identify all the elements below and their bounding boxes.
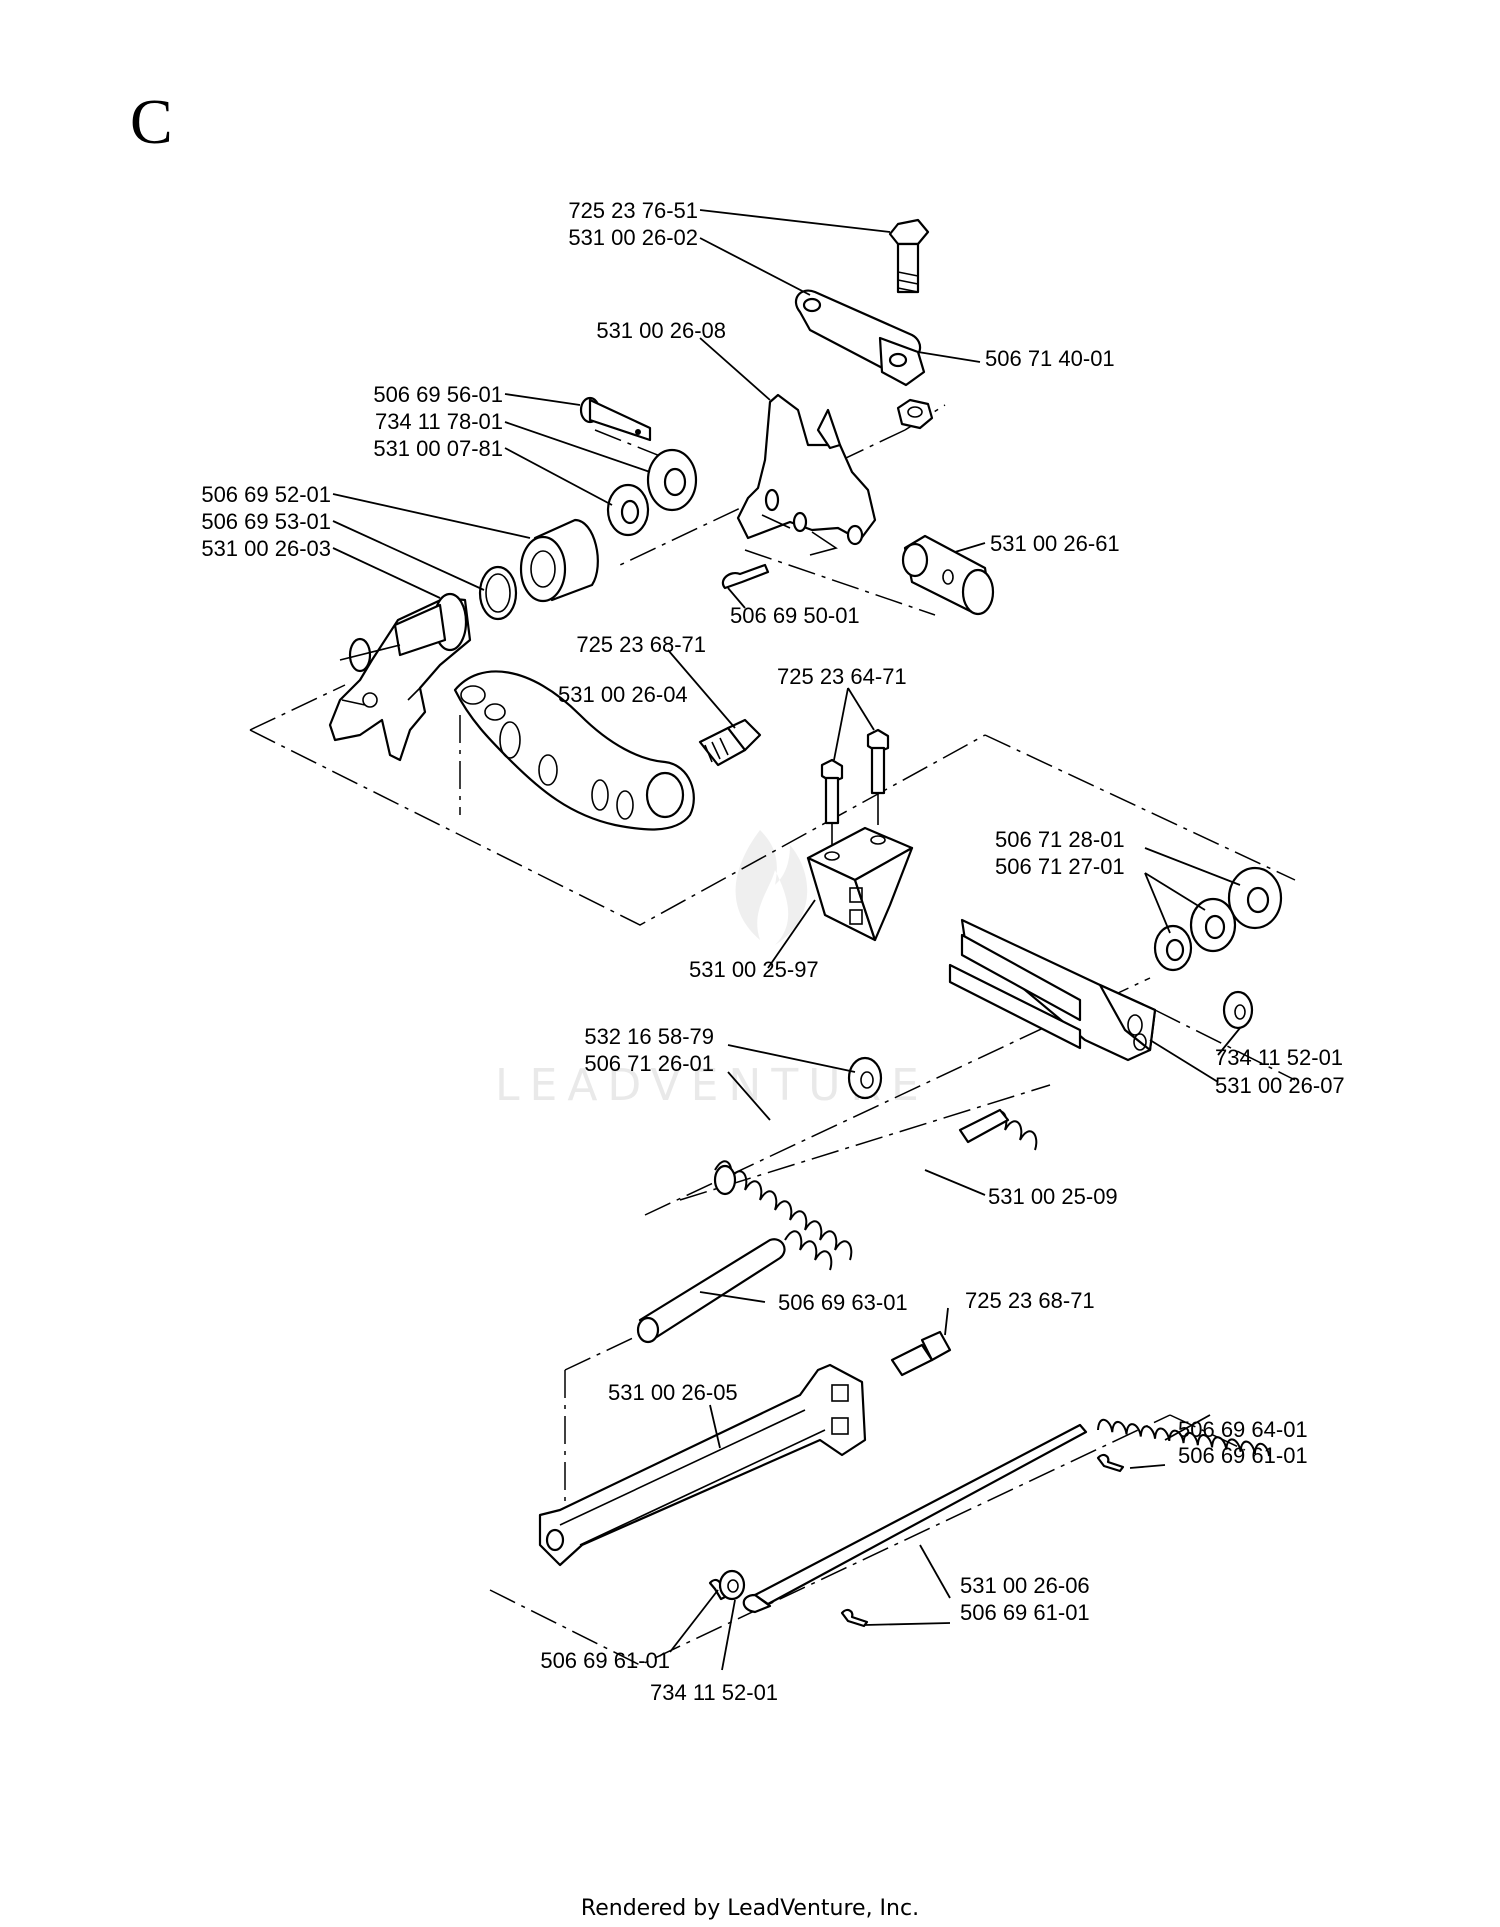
callout-c9-line1: 725 23 64-71 (777, 664, 907, 689)
link-rod (742, 1423, 1088, 1614)
spacer-tube (636, 1238, 786, 1344)
washer-large (646, 448, 698, 512)
callout-c3-line1: 506 71 40-01 (985, 346, 1115, 371)
bolt-mid (698, 718, 762, 767)
pivot-pin (901, 534, 995, 616)
lift-bracket (736, 393, 877, 556)
callout-c2-line1: 531 00 26-08 (596, 318, 726, 343)
callout-c13-line1: 532 16 58-79 (584, 1024, 714, 1049)
callout-c12-line1: 531 00 25-97 (689, 957, 819, 982)
callout-c21-line1: 506 69 61-01 (540, 1648, 670, 1673)
mounting-bracket (806, 826, 914, 942)
callout-c8-line1: 725 23 68-71 (576, 632, 706, 657)
bolt-lower (890, 1330, 952, 1377)
callout-c11-line1: 506 71 28-01 (995, 827, 1125, 852)
callout-c7-line1: 506 69 50-01 (730, 603, 860, 628)
section-letter: C (130, 86, 173, 157)
callout-c4-line1: 506 69 56-01 (373, 382, 503, 407)
callout-c18-line1: 531 00 26-05 (608, 1380, 738, 1405)
washer-small (606, 483, 650, 537)
watermark: LEADVENTURE (495, 830, 929, 1111)
footer-credit: Rendered by LeadVenture, Inc. (581, 1896, 919, 1921)
callout-c19-line1: 506 69 64-01 (1178, 1417, 1308, 1442)
adjuster-frame (948, 918, 1157, 1062)
lift-shaft-arm (328, 592, 472, 762)
o-ring (478, 565, 518, 621)
bolt-pair (820, 728, 890, 850)
callout-c17-line1: 725 23 68-71 (965, 1288, 1095, 1313)
callout-c20-line2: 506 69 61-01 (960, 1600, 1090, 1625)
callout-c15-line1: 531 00 25-09 (988, 1184, 1118, 1209)
spring-upper (713, 1160, 853, 1261)
link-plate (794, 289, 926, 387)
callout-c14-line2: 531 00 26-07 (1215, 1073, 1345, 1098)
lift-arm (453, 670, 695, 831)
callout-c4-line2: 734 11 78-01 (375, 409, 503, 434)
return-spring (1097, 1418, 1271, 1457)
bolt-upper (888, 218, 930, 294)
washer-lower (718, 1569, 746, 1601)
lift-lever (538, 1363, 867, 1567)
callout-c14-line1: 734 11 52-01 (1215, 1045, 1343, 1070)
callout-c19-line2: 506 69 61-01 (1178, 1443, 1308, 1468)
callout-c20-line1: 531 00 26-06 (960, 1573, 1090, 1598)
nut (896, 398, 934, 430)
callout-c5-line3: 531 00 26-03 (201, 536, 331, 561)
callout-c16-line1: 506 69 63-01 (778, 1290, 908, 1315)
assembly-axis-lines (249, 404, 1296, 1666)
callout-c4-line3: 531 00 07-81 (373, 436, 503, 461)
washer-right (1222, 990, 1254, 1030)
leader-lines (332, 209, 1241, 1671)
callout-c11-line2: 506 71 27-01 (995, 854, 1125, 879)
callout-c1-line2: 531 00 26-02 (568, 225, 698, 250)
callout-c22-line1: 734 11 52-01 (650, 1680, 778, 1705)
callout-c5-line1: 506 69 52-01 (201, 482, 331, 507)
bushing (519, 518, 599, 603)
washer-stack (1153, 866, 1283, 972)
clevis-pin (579, 396, 652, 442)
callout-c10-line1: 531 00 26-04 (558, 682, 688, 707)
callout-c5-line2: 506 69 53-01 (201, 509, 331, 534)
cotter-pin-upper (721, 563, 770, 590)
callout-labels: 725 23 76-51 531 00 26-02 531 00 26-08 5… (201, 198, 1344, 1705)
callout-c6-line1: 531 00 26-61 (990, 531, 1120, 556)
callout-c1-line1: 725 23 76-51 (568, 198, 698, 223)
adjuster-rod (958, 1108, 1010, 1144)
washer-spring (847, 1056, 883, 1100)
watermark-text: LEADVENTURE (495, 1060, 929, 1111)
callout-c13-line2: 506 71 26-01 (584, 1051, 714, 1076)
